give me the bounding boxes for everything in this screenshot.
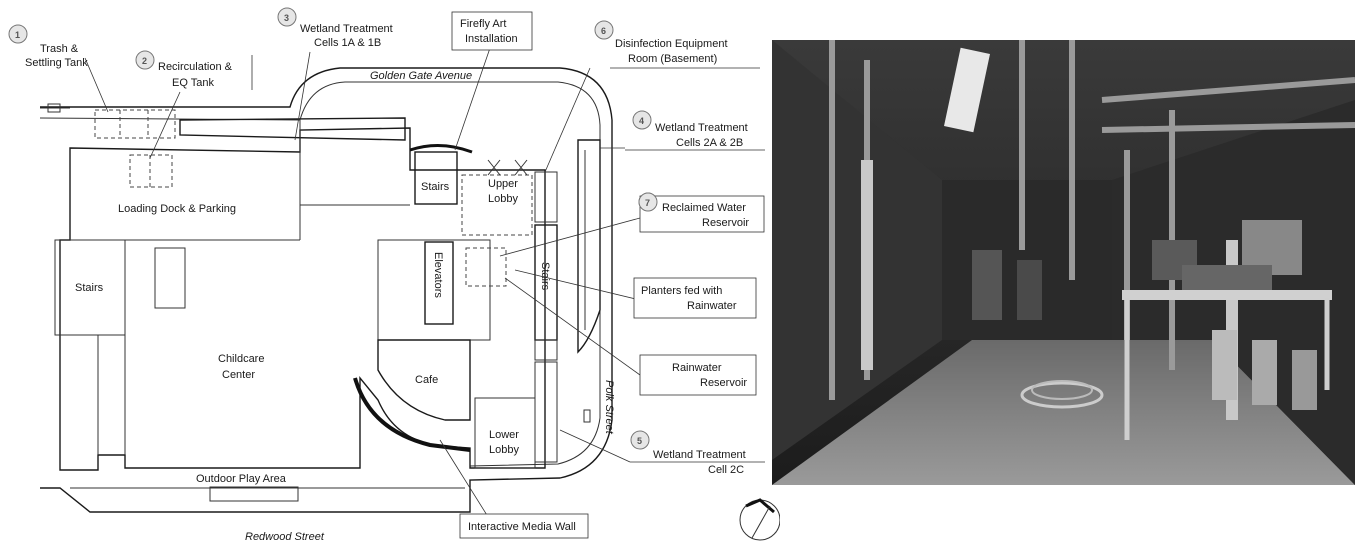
badge-1: 1 — [15, 30, 20, 40]
room-childcare-2: Center — [222, 369, 255, 381]
label-wetland2-line2: Cells 2A & 2B — [676, 137, 743, 149]
badge-7-overlay: 7 — [645, 198, 650, 208]
street-polk: Polk Street — [603, 380, 615, 435]
room-upper-lobby-2: Lobby — [488, 193, 518, 205]
sidewalk-inner — [39, 81, 601, 467]
label-disinfection-line2: Room (Basement) — [628, 53, 717, 65]
play-area-planter — [209, 486, 299, 502]
label-wetland1-line2: Cells 1A & 1B — [314, 37, 381, 49]
reclaimed-reservoir-outline — [465, 247, 507, 287]
stairs-left-room — [54, 239, 126, 336]
label-rainwater-line2: Reservoir — [700, 377, 747, 389]
label-firefly-line1: Firefly Art — [460, 18, 506, 30]
label-wetland1-line1: Wetland Treatment — [300, 23, 393, 35]
label-wetland2-line1: Wetland Treatment — [655, 122, 748, 134]
lower-lobby-area — [474, 397, 536, 469]
label-planters-line2: Rainwater — [687, 300, 737, 312]
label-recirc-line1: Recirculation & — [158, 61, 233, 73]
room-elevators: Elevators — [432, 252, 444, 298]
interactive-media-wall — [353, 377, 471, 452]
label-reclaimed-line2: Reservoir — [702, 217, 749, 229]
badge-3: 3 — [284, 13, 289, 23]
north-arrow-icon — [739, 498, 780, 541]
street-redwood: Redwood Street — [245, 531, 325, 543]
label-trash-line1: Trash & — [40, 43, 79, 55]
elevator-core — [424, 241, 454, 325]
label-reclaimed-line1: Reclaimed Water — [662, 202, 746, 214]
wetland-cells-1-planter — [179, 117, 406, 141]
recirc-tank-outline — [129, 154, 173, 188]
building-footprint — [59, 127, 546, 471]
room-lower-lobby-1: Lower — [489, 429, 519, 441]
trash-tank-outline — [94, 109, 176, 139]
label-disinfection-line1: Disinfection Equipment — [615, 38, 728, 50]
badge-5: 5 — [637, 436, 642, 446]
cafe-room — [377, 339, 471, 421]
label-trash-line2: Settling Tank — [25, 57, 88, 69]
wetland-cells-2-planter — [577, 139, 601, 354]
site-plan-diagram: 1 Trash & Settling Tank 2 Recirculation … — [8, 7, 780, 543]
label-rainwater-line1: Rainwater — [672, 362, 722, 374]
label-media-wall: Interactive Media Wall — [468, 521, 576, 533]
room-stairs-right: Stairs — [539, 262, 551, 291]
label-wetland2c-line2: Cell 2C — [708, 464, 744, 476]
room-stairs-left: Stairs — [75, 282, 104, 294]
badge-4: 4 — [639, 116, 644, 126]
upper-lobby-area — [461, 174, 533, 236]
room-lower-lobby-2: Lobby — [489, 444, 519, 456]
room-childcare-1: Childcare — [218, 353, 264, 365]
label-planters-line1: Planters fed with — [641, 285, 722, 297]
room-upper-lobby-1: Upper — [488, 178, 518, 190]
callout-leaders — [84, 47, 641, 521]
room-play-area: Outdoor Play Area — [196, 473, 287, 485]
equipment-room-photo — [772, 40, 1355, 485]
room-cafe: Cafe — [415, 374, 438, 386]
label-wetland2c-line1: Wetland Treatment — [653, 449, 746, 461]
street-golden-gate: Golden Gate Avenue — [370, 70, 472, 82]
room-loading-dock: Loading Dock & Parking — [118, 203, 236, 215]
badge-2: 2 — [142, 56, 147, 66]
site-boundary — [40, 67, 613, 513]
badge-6: 6 — [601, 26, 606, 36]
label-firefly-line2: Installation — [465, 33, 518, 45]
room-stairs-top: Stairs — [421, 181, 450, 193]
label-recirc-line2: EQ Tank — [172, 77, 214, 89]
stairs-top-room — [414, 151, 458, 205]
